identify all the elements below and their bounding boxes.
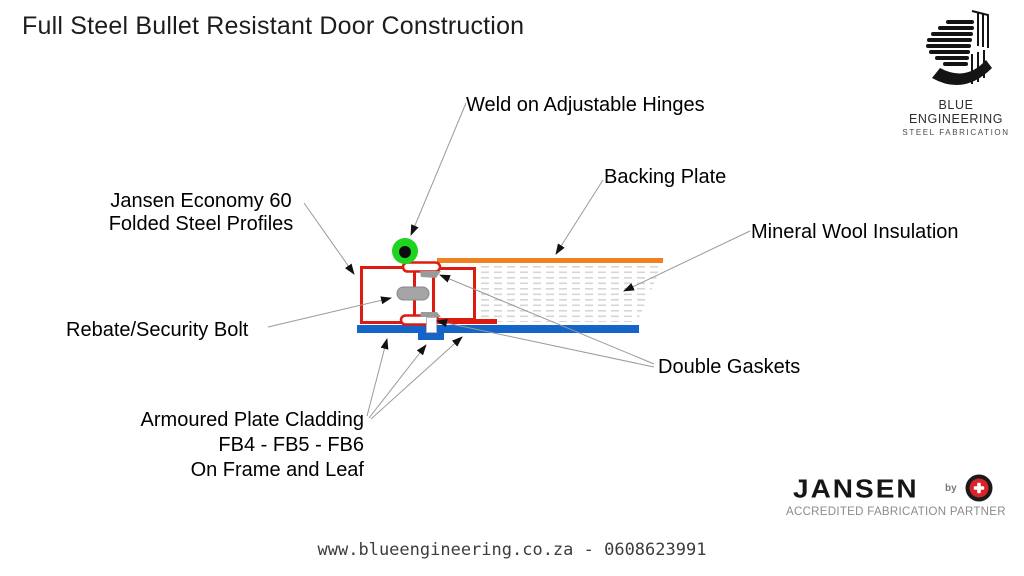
backing-plate	[437, 258, 663, 263]
leader-cladding-3	[370, 336, 463, 420]
label-armoured-cladding-line2: FB4 - FB5 - FB6	[218, 434, 364, 456]
leaf-profile	[432, 267, 476, 321]
company-tagline: STEEL FABRICATION	[902, 128, 1010, 137]
rebate-top-cap	[401, 261, 442, 273]
bottom-gasket	[420, 312, 441, 317]
leader-hinges	[410, 102, 467, 236]
label-mineral-wool: Mineral Wool Insulation	[751, 221, 959, 243]
armoured-plate-tab	[418, 333, 444, 340]
partner-brand-name: JANSEN	[793, 474, 919, 503]
label-steel-profiles-line2: Folded Steel Profiles	[108, 213, 294, 235]
leader-lines	[267, 102, 751, 420]
footer-contact: www.blueengineering.co.za - 0608623991	[317, 540, 707, 560]
label-steel-profiles-line1: Jansen Economy 60	[110, 190, 292, 212]
label-steel-profiles: Jansen Economy 60 Folded Steel Profiles	[95, 190, 307, 236]
label-weld-hinges: Weld on Adjustable Hinges	[466, 94, 705, 116]
leader-cladding-2	[368, 344, 427, 419]
leader-cladding-1	[366, 338, 389, 417]
label-backing-plate: Backing Plate	[604, 166, 727, 188]
leader-gasket-bottom	[436, 319, 655, 368]
company-name: BLUE ENGINEERING	[908, 98, 1004, 126]
leader-gasket-top	[439, 274, 655, 365]
leader-mineral-wool	[623, 230, 751, 292]
partner-tagline: ACCREDITED FABRICATION PARTNER	[786, 506, 1006, 518]
label-armoured-cladding: Armoured Plate Cladding FB4 - FB5 - FB6 …	[110, 408, 364, 483]
label-double-gaskets: Double Gaskets	[658, 356, 801, 378]
label-rebate-bolt: Rebate/Security Bolt	[66, 319, 249, 341]
leaf-bottom-cladding	[433, 319, 497, 324]
hinge-pin	[399, 246, 411, 258]
swiss-cross-badge-icon	[965, 474, 993, 502]
leader-profiles	[303, 202, 355, 275]
top-gasket	[420, 271, 441, 278]
label-armoured-cladding-line1: Armoured Plate Cladding	[140, 409, 364, 431]
armoured-plate	[357, 325, 639, 333]
security-bolt	[396, 286, 430, 301]
leader-rebate-bolt	[267, 296, 392, 328]
partner-by-text: by	[945, 483, 957, 494]
page-title: Full Steel Bullet Resistant Door Constru…	[22, 12, 525, 40]
bottom-gasket-seal	[426, 317, 437, 333]
spiral-staircase-icon	[926, 10, 992, 86]
label-armoured-cladding-line3: On Frame and Leaf	[190, 459, 364, 481]
company-logo: BLUE ENGINEERING STEEL FABRICATION	[893, 8, 1019, 137]
leader-backing-plate	[555, 179, 604, 255]
